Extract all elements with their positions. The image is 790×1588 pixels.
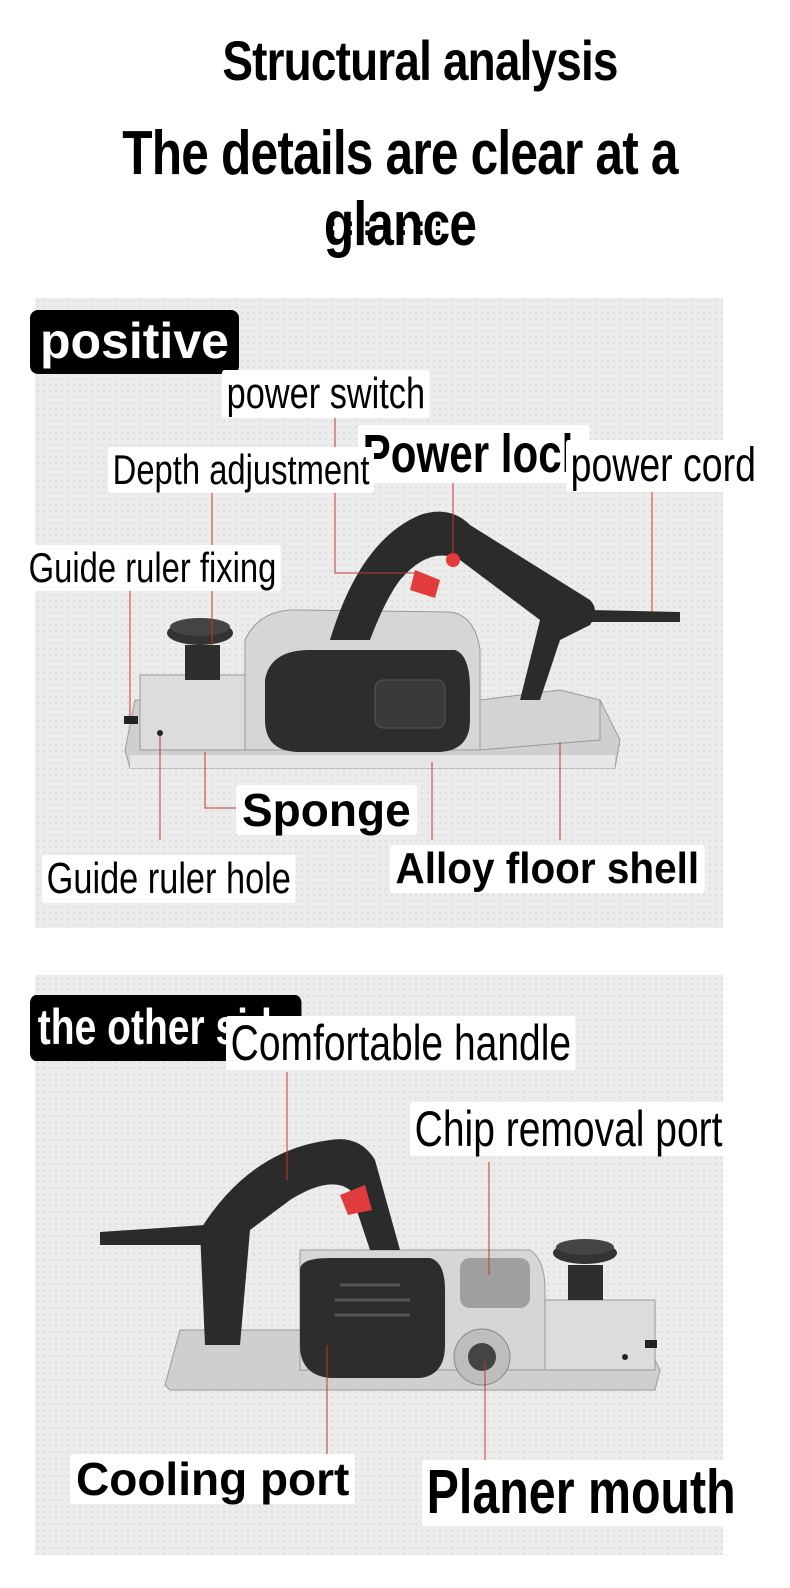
label-chip-removal-port: Chip removal port [410,1102,728,1156]
label-guide-ruler-hole: Guide ruler hole [42,855,296,903]
label-sponge: Sponge [236,785,417,835]
back-leader-lines [286,1072,490,1462]
title-line-1: Structural analysis [222,29,618,92]
label-guide-ruler-fixing: Guide ruler fixing [24,545,281,591]
front-planer-image [124,511,680,769]
front-view-tag: positive [30,310,239,374]
label-power-cord: power cord [566,440,761,492]
label-cooling-port: Cooling port [70,1454,356,1504]
label-alloy-floor-shell: Alloy floor shell [390,845,705,893]
label-power-switch: power switch [222,370,430,418]
label-power-lock: Power lock [358,425,590,483]
label-comfortable-handle: Comfortable handle [226,1016,576,1070]
back-planer-image [100,1139,661,1391]
label-planer-mouth: Planer mouth [422,1460,741,1526]
separator-dots: :::::::: [324,212,466,242]
title-line-2: The details are clear at a glance [122,119,678,259]
label-depth-adjustment: Depth adjustment [108,447,375,493]
